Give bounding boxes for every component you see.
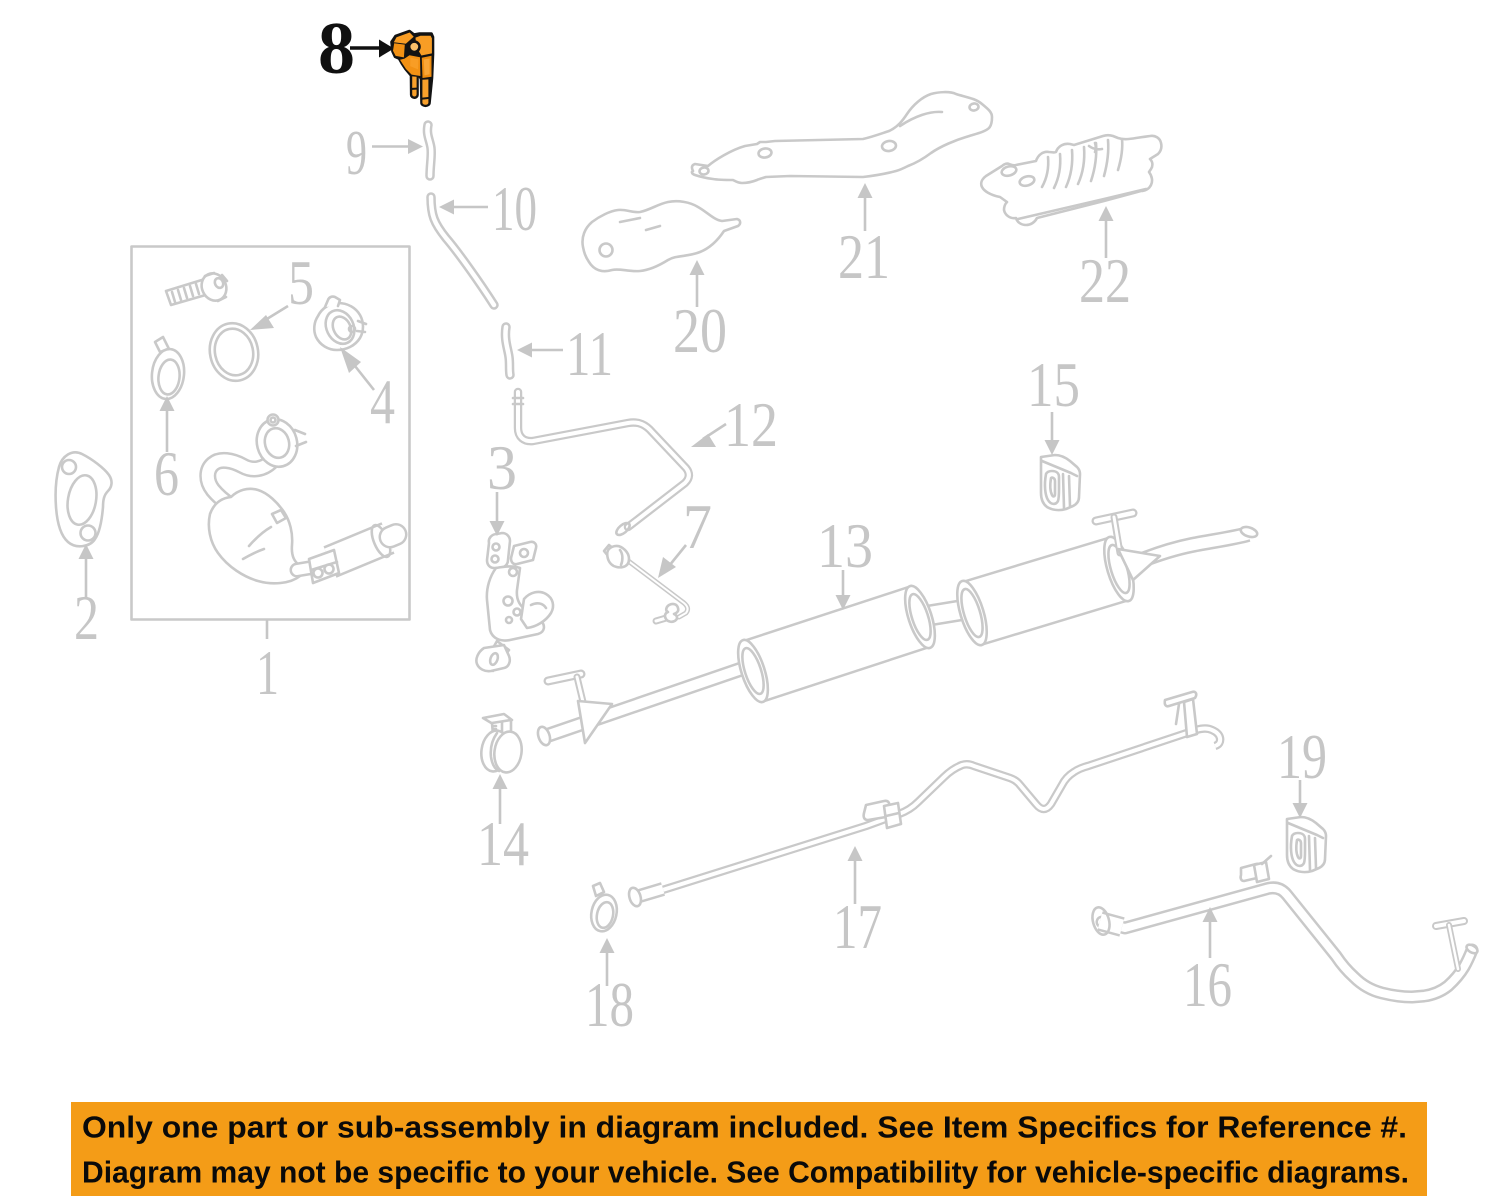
svg-text:10: 10 — [492, 173, 537, 244]
svg-text:14: 14 — [477, 808, 529, 879]
svg-text:7: 7 — [683, 491, 712, 562]
svg-text:17: 17 — [833, 891, 882, 962]
svg-text:20: 20 — [673, 295, 727, 366]
svg-text:18: 18 — [585, 969, 634, 1040]
svg-text:2: 2 — [74, 582, 99, 653]
svg-text:9: 9 — [346, 117, 367, 188]
svg-text:4: 4 — [370, 366, 395, 437]
svg-text:Diagram may not be specific to: Diagram may not be specific to your vehi… — [82, 1156, 1409, 1190]
svg-text:11: 11 — [566, 318, 613, 389]
svg-text:19: 19 — [1277, 721, 1327, 792]
svg-text:15: 15 — [1027, 349, 1080, 420]
svg-text:5: 5 — [288, 247, 314, 318]
svg-text:16: 16 — [1183, 949, 1232, 1020]
svg-text:Only one part or sub-assembly: Only one part or sub-assembly in diagram… — [82, 1111, 1407, 1145]
svg-text:12: 12 — [724, 389, 778, 460]
svg-text:21: 21 — [838, 221, 890, 292]
svg-text:22: 22 — [1079, 245, 1131, 316]
svg-text:3: 3 — [487, 432, 517, 503]
svg-text:8: 8 — [318, 8, 355, 90]
svg-text:6: 6 — [154, 438, 179, 509]
svg-text:13: 13 — [817, 510, 873, 581]
svg-text:1: 1 — [256, 637, 279, 708]
